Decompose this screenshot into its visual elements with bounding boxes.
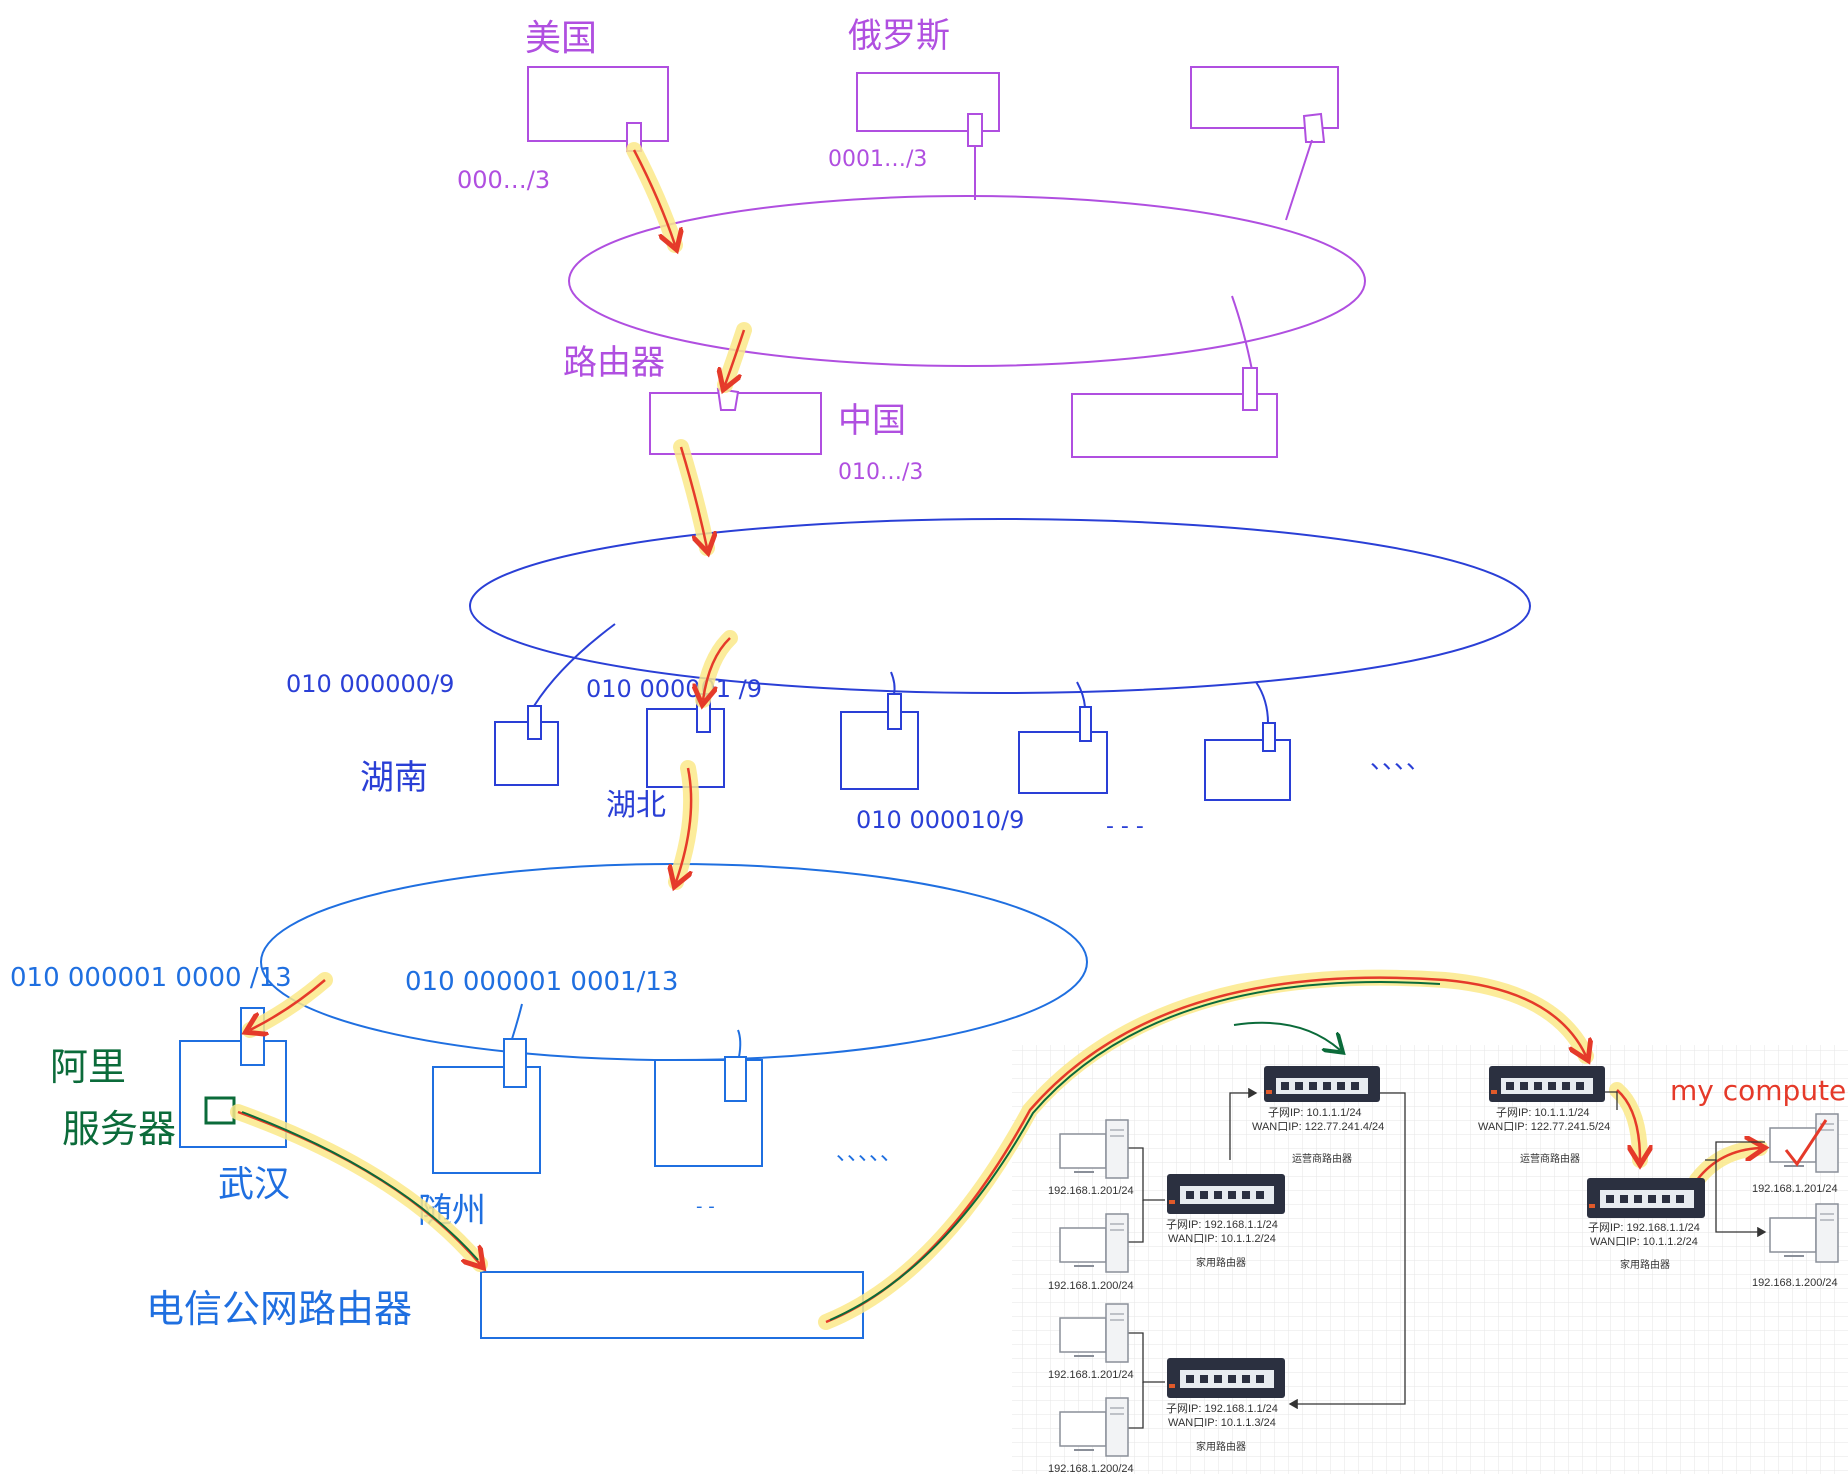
label-russia: 俄罗斯 — [848, 16, 950, 56]
label-suizhou-addr: 010 000001 0001/13 — [405, 967, 678, 997]
home-router-1 — [1167, 1174, 1285, 1214]
pc-2 — [1059, 1213, 1129, 1273]
home-1-subnet: 子网IP: 192.168.1.1/24 — [1166, 1218, 1278, 1231]
isp-a-subnet: 子网IP: 10.1.1.1/24 — [1268, 1106, 1362, 1119]
city-box-3 — [654, 1059, 763, 1167]
province-box-5 — [1204, 739, 1291, 801]
label-aliyun: 阿里 — [50, 1045, 126, 1089]
home-3-wan: WAN口IP: 10.1.1.2/24 — [1590, 1236, 1698, 1248]
level-3-ring — [260, 863, 1088, 1061]
aliyun-server-box — [204, 1096, 236, 1125]
isp-b-subnet: 子网IP: 10.1.1.1/24 — [1496, 1106, 1590, 1119]
home-router-3 — [1587, 1178, 1705, 1218]
telecom-router-box — [480, 1271, 864, 1339]
pc-6-ip: 192.168.1.200/24 — [1752, 1277, 1838, 1289]
isp-router-a — [1264, 1066, 1380, 1102]
country-box-3 — [1190, 66, 1339, 129]
home-2-name: 家用路由器 — [1196, 1440, 1246, 1453]
label-china: 中国 — [838, 401, 906, 441]
pc-3-ip: 192.168.1.201/24 — [1048, 1369, 1134, 1381]
home-1-name: 家用路由器 — [1196, 1256, 1246, 1269]
pc-5-ip: 192.168.1.201/24 — [1752, 1183, 1838, 1195]
level-1-network — [527, 66, 1366, 458]
label-router: 路由器 — [563, 343, 665, 383]
home-3-subnet: 子网IP: 192.168.1.1/24 — [1588, 1221, 1700, 1234]
isp-b-wan: WAN口IP: 122.77.241.5/24 — [1478, 1121, 1610, 1133]
label-telecom-router: 电信公网路由器 — [146, 1287, 412, 1331]
level-1-ring — [568, 195, 1366, 367]
label-hunan-addr: 010 000000/9 — [286, 670, 454, 698]
isp-b-name: 运营商路由器 — [1520, 1152, 1580, 1165]
level-2-network — [469, 518, 1531, 801]
label-wuhan: 武汉 — [218, 1164, 290, 1205]
country-box-5 — [1071, 393, 1278, 458]
green-path — [241, 981, 1441, 1321]
label-wuhan-addr: 010 000001 0000 /13 — [10, 963, 292, 993]
level-2-ring — [469, 518, 1531, 694]
pc-2-ip: 192.168.1.200/24 — [1048, 1280, 1134, 1292]
dots-provinces: 、、、、 — [1370, 746, 1430, 774]
pc-3 — [1059, 1303, 1129, 1363]
hunan-box — [494, 721, 559, 786]
label-russia-addr: 0001…/3 — [828, 147, 927, 172]
label-usa: 美国 — [525, 18, 597, 59]
province-box-4 — [1018, 731, 1108, 794]
home-2-wan: WAN口IP: 10.1.1.3/24 — [1168, 1417, 1276, 1429]
wuhan-box — [179, 1040, 287, 1148]
isp-a-wan: WAN口IP: 122.77.241.4/24 — [1252, 1121, 1384, 1133]
home-3-name: 家用路由器 — [1620, 1258, 1670, 1271]
label-hunan: 湖南 — [360, 758, 428, 798]
russia-box — [856, 72, 1000, 132]
dots-provinces-2: - - - — [1106, 814, 1144, 839]
label-hubei-addr: 010 000001 /9 — [586, 675, 762, 703]
pc-1 — [1059, 1119, 1129, 1179]
suizhou-box — [432, 1066, 541, 1174]
province-box-3 — [840, 711, 919, 790]
label-hubei: 湖北 — [606, 788, 666, 823]
home-2-subnet: 子网IP: 192.168.1.1/24 — [1166, 1402, 1278, 1415]
pc-4 — [1059, 1397, 1129, 1457]
check-mark-icon — [1784, 1119, 1828, 1167]
label-province-3-addr: 010 000010/9 — [856, 806, 1024, 834]
pc-1-ip: 192.168.1.201/24 — [1048, 1185, 1134, 1197]
label-usa-addr: 000…/3 — [457, 166, 550, 194]
usa-box — [527, 66, 669, 142]
pc-6 — [1769, 1203, 1839, 1263]
home-1-wan: WAN口IP: 10.1.1.2/24 — [1168, 1233, 1276, 1245]
home-router-2 — [1167, 1358, 1285, 1398]
dots-cities-2: - - — [696, 1196, 715, 1217]
grid-panel — [1012, 1045, 1848, 1474]
isp-a-name: 运营商路由器 — [1292, 1152, 1352, 1165]
pc-4-ip: 192.168.1.200/24 — [1048, 1463, 1134, 1474]
label-server: 服务器 — [62, 1107, 176, 1151]
level-3-network — [179, 863, 1088, 1339]
label-china-addr: 010…/3 — [838, 460, 923, 485]
label-my-computer: my computer — [1670, 1074, 1848, 1107]
russia-port — [967, 113, 983, 147]
dots-cities: 、、、、、 — [836, 1141, 902, 1166]
isp-router-b — [1489, 1066, 1605, 1102]
lan-topology: 子网IP: 10.1.1.1/24 WAN口IP: 122.77.241.4/2… — [1048, 1066, 1839, 1474]
